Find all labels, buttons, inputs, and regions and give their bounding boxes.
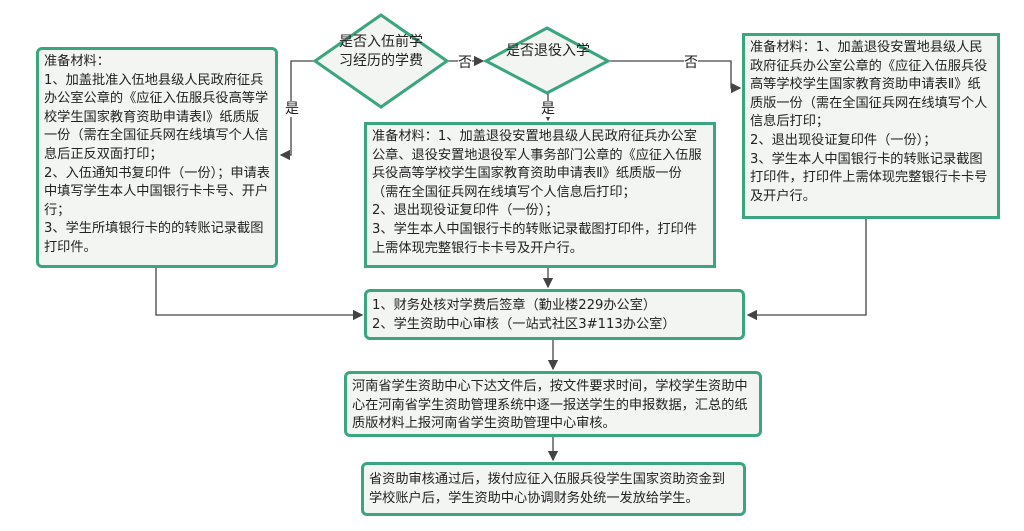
label-no-2: 否 <box>684 55 698 71</box>
decision-2-text: 是否退役入学 <box>506 43 590 59</box>
edge-left-review <box>155 268 364 321</box>
left-materials-box: 准备材料： 1、加盖批准入伍地县级人民政府征兵办公室公章的《应征入伍服兵役高等学… <box>36 47 278 268</box>
review-box: 1、财务处核对学费后签章（勤业楼229办公室） 2、学生资助中心审核（一站式社区… <box>364 289 745 340</box>
decision-diamond-2 <box>482 26 612 95</box>
label-no-1: 否 <box>458 55 472 71</box>
edge-right-review <box>746 219 867 321</box>
decision-1-text: 是否入伍前学习经历的学费 <box>339 34 423 69</box>
right-materials-box: 准备材料：1、加盖退役安置地县级人民政府征兵办公室公章的《应征入伍服兵役高等学校… <box>742 33 1000 219</box>
report-box: 河南省学生资助中心下达文件后，按文件要求时间，学校学生资助中心在河南省学生资助管… <box>344 371 762 437</box>
label-yes-1: 是 <box>285 101 299 117</box>
payment-box: 省资助审核通过后，拨付应征入伍服兵役学生国家资助资金到学校账户后，学生资助中心协… <box>361 462 746 516</box>
edge-d2-no <box>608 60 742 94</box>
middle-materials-box: 准备材料：1、加盖退役安置地县级人民政府征兵办公室公章、退役安置地退役军人事务部… <box>364 122 716 268</box>
label-yes-2: 是 <box>541 101 555 117</box>
decision-diamond-1 <box>312 13 450 109</box>
